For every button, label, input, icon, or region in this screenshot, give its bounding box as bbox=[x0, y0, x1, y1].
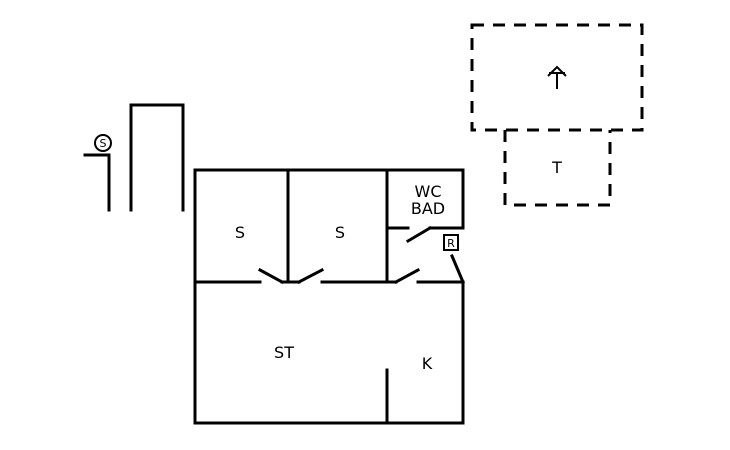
radiator-label: R bbox=[447, 237, 455, 250]
terrace bbox=[470, 23, 644, 207]
room-label-bedroom-1: S bbox=[235, 223, 245, 242]
terrace-lower-outline bbox=[503, 130, 612, 207]
door-hallway bbox=[393, 267, 421, 285]
door-wc bbox=[405, 225, 433, 244]
room-labels: S S WC BAD ST K T bbox=[235, 158, 562, 373]
stair-outline bbox=[129, 103, 185, 212]
terrace-upper-outline bbox=[470, 23, 644, 132]
arrow-up-icon bbox=[547, 65, 567, 89]
door-bedroom-1 bbox=[257, 267, 285, 285]
exterior-walls bbox=[193, 168, 465, 425]
radiator-icon: R bbox=[443, 234, 459, 251]
door-bedroom-2 bbox=[296, 267, 325, 285]
doors bbox=[257, 225, 465, 285]
room-label-kitchen: K bbox=[422, 354, 433, 373]
interior-walls bbox=[193, 168, 465, 425]
door-exterior bbox=[450, 254, 465, 284]
room-label-wc: WC bbox=[415, 182, 442, 201]
room-label-bad: BAD bbox=[411, 199, 445, 218]
smoke-detector-icon: S bbox=[94, 134, 112, 152]
room-label-bedroom-2: S bbox=[335, 223, 345, 242]
stair-structure bbox=[83, 103, 185, 212]
room-label-terrace: T bbox=[551, 158, 562, 177]
smoke-detector-label: S bbox=[100, 137, 107, 150]
stair-rail bbox=[83, 153, 111, 212]
room-label-living: ST bbox=[274, 343, 294, 362]
